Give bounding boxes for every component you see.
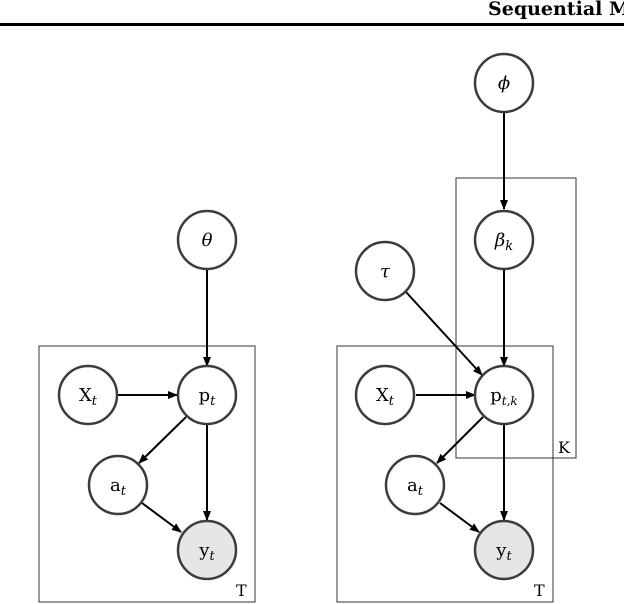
node-theta: θ (176, 209, 238, 271)
node-beta: βk (473, 209, 535, 271)
node-y-label: y (198, 540, 210, 561)
svg-text:yt: yt (198, 540, 215, 564)
svg-text:τ: τ (380, 261, 391, 282)
node-beta-label: β (494, 230, 505, 251)
svg-text:βk: βk (494, 230, 513, 254)
node-p-right: pt,k (473, 364, 535, 426)
node-y-observed: yt (176, 519, 238, 581)
left-plate-t (38, 345, 256, 603)
node-y-right-label: y (495, 540, 507, 561)
right-plate-t-label: T (534, 581, 545, 600)
node-x-right-label: X (376, 385, 389, 406)
node-x: Xt (57, 364, 119, 426)
svg-text:pt,k: pt,k (490, 385, 517, 408)
node-tau: τ (354, 240, 416, 302)
header-rule (0, 23, 624, 26)
node-phi-label: ϕ (498, 73, 510, 94)
svg-text:yt: yt (495, 540, 512, 564)
left-plate-t-label: T (236, 581, 247, 600)
node-x-label: X (79, 385, 92, 406)
right-plate-k-label: K (558, 438, 571, 457)
node-p: pt (176, 364, 238, 426)
edge-a-to-y-right (439, 502, 480, 533)
right-plate-t (336, 345, 554, 603)
node-a: at (87, 454, 149, 516)
node-a-right-label: a (407, 475, 418, 496)
edge-p-to-a (138, 416, 187, 464)
node-y-right-observed: yt (473, 519, 535, 581)
node-p-label: p (199, 385, 211, 406)
svg-text:at: at (407, 475, 424, 499)
svg-text:θ: θ (202, 230, 213, 251)
node-phi: ϕ (473, 52, 535, 114)
svg-text:pt: pt (199, 385, 217, 409)
right-plate-k (455, 177, 577, 459)
node-a-label: a (110, 475, 121, 496)
edge-tau-to-p (405, 291, 483, 376)
svg-text:at: at (110, 475, 127, 499)
svg-text:Xt: Xt (79, 385, 98, 409)
svg-text:ϕ: ϕ (498, 73, 510, 94)
running-header: Sequential M (488, 0, 624, 20)
node-x-right: Xt (354, 364, 416, 426)
svg-text:Xt: Xt (376, 385, 395, 409)
node-a-right: at (384, 454, 446, 516)
edge-p-to-a-right (436, 416, 484, 464)
node-tau-label: τ (380, 261, 391, 282)
edge-a-to-y (141, 502, 182, 533)
node-theta-label: θ (202, 230, 213, 251)
node-p-right-label: p (490, 385, 502, 406)
